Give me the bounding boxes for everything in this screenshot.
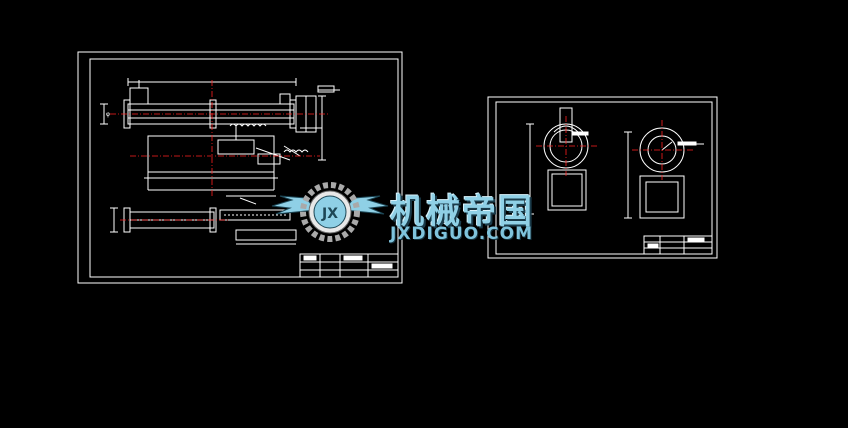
right-center-lines <box>536 116 694 180</box>
right-flange-detail <box>295 85 340 161</box>
left-title-block <box>299 253 399 278</box>
right-sheet-frame <box>495 101 713 255</box>
right-wing <box>343 195 389 215</box>
side-view <box>624 127 704 219</box>
svg-text:φ: φ <box>106 111 110 118</box>
top-pipe-assembly: φ <box>100 78 297 129</box>
right-sheet-border <box>487 96 718 259</box>
left-drawing-sheet: φ <box>77 51 403 284</box>
coil-spring-lower <box>283 149 309 153</box>
right-title-block <box>643 235 713 255</box>
watermark-url: JXDIGUO.COM <box>390 224 534 244</box>
watermark-emblem: JX <box>271 182 389 242</box>
watermark-title: 机械帝国 <box>390 192 534 232</box>
support-frame <box>144 126 301 191</box>
coil-spring <box>229 123 267 127</box>
left-center-lines <box>110 80 330 221</box>
left-sheet-border <box>77 51 403 284</box>
left-sheet-frame <box>89 58 399 278</box>
gear-icon <box>300 182 360 242</box>
emblem-initials: JX <box>321 206 338 222</box>
front-view <box>526 107 589 215</box>
